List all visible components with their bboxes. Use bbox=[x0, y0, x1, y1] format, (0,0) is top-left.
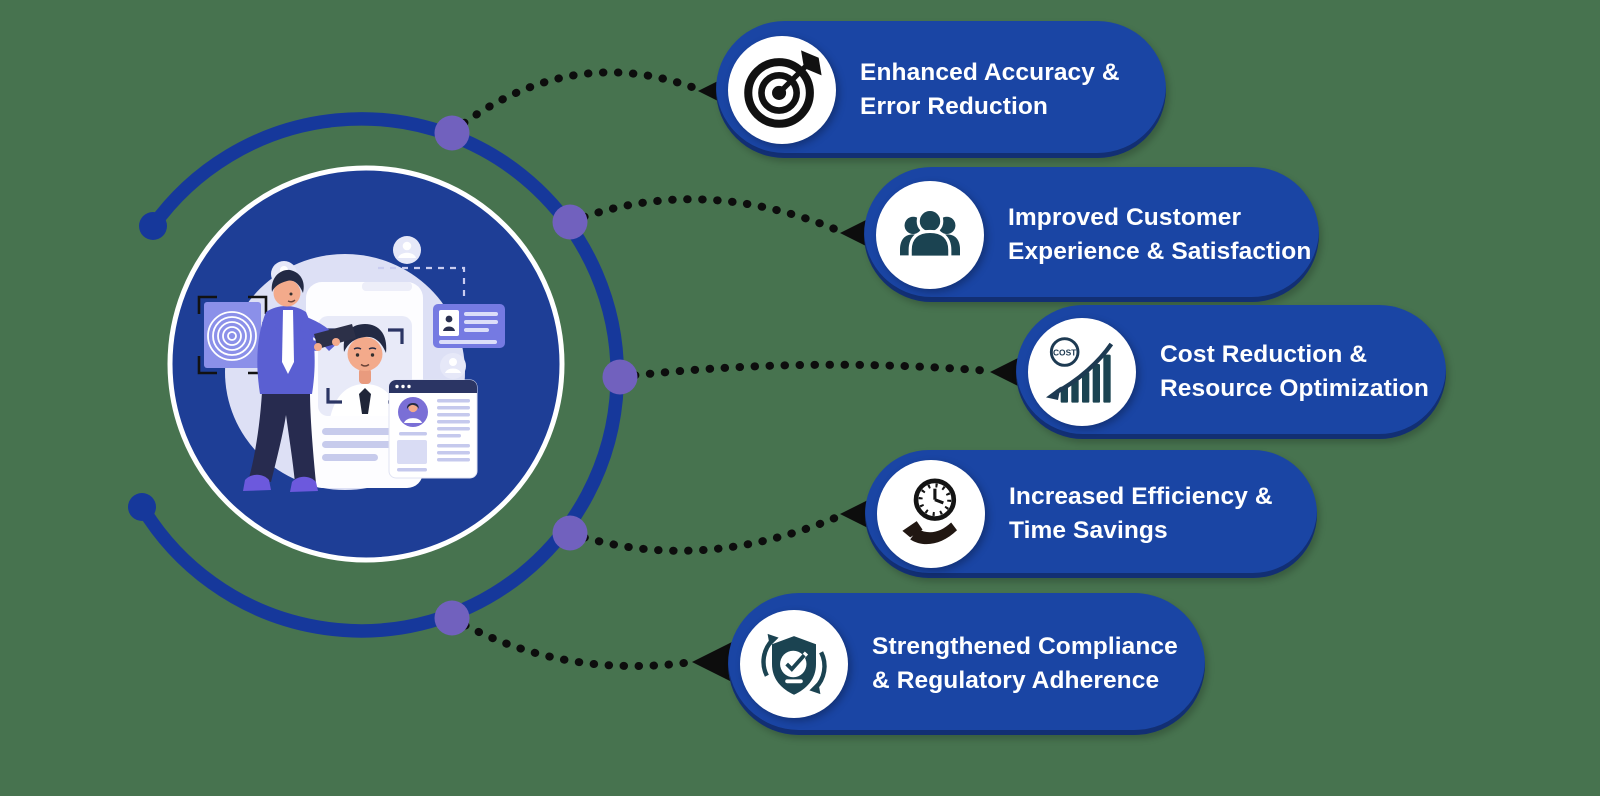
clock-hand-icon bbox=[877, 460, 985, 568]
cost-chart-icon: COST bbox=[1028, 318, 1136, 426]
benefit-card-text: Cost Reduction & Resource Optimization bbox=[1160, 338, 1429, 406]
node-dot-3 bbox=[602, 359, 638, 395]
benefit-line-1: Enhanced Accuracy & bbox=[860, 58, 1120, 86]
connector-line-1 bbox=[448, 68, 704, 136]
shield-check-icon bbox=[740, 610, 848, 718]
benefit-line-1: Cost Reduction & bbox=[1160, 341, 1368, 368]
benefit-card-cost-reduction: COST Cost Reduction & Resource Optimizat… bbox=[1016, 305, 1446, 439]
ring-end-dot-bottom bbox=[128, 493, 156, 521]
scanned-face bbox=[330, 324, 400, 416]
benefit-card-compliance: Strengthened Compliance & Regulatory Adh… bbox=[728, 593, 1205, 735]
node-dot-4 bbox=[552, 515, 588, 551]
node-dot-2 bbox=[552, 204, 588, 240]
ring-end-dot-top bbox=[139, 212, 167, 240]
connector-line-4 bbox=[566, 511, 846, 555]
dashed-link bbox=[378, 266, 466, 302]
benefit-line-1: Strengthened Compliance bbox=[872, 633, 1178, 660]
benefit-line-2: Error Reduction bbox=[860, 92, 1048, 120]
node-dot-1 bbox=[434, 115, 470, 151]
benefit-line-2: Experience & Satisfaction bbox=[1008, 237, 1312, 265]
benefit-line-2: & Regulatory Adherence bbox=[872, 667, 1160, 694]
benefit-card-efficiency: Increased Efficiency & Time Savings bbox=[865, 450, 1317, 578]
person-figure bbox=[243, 269, 356, 492]
ring-node-dots bbox=[434, 115, 638, 636]
benefit-card-text: Enhanced Accuracy & Error Reduction bbox=[860, 56, 1120, 124]
fingerprint-panel bbox=[197, 295, 268, 375]
connector-line-2 bbox=[566, 195, 846, 236]
avatar-bubble bbox=[393, 236, 421, 264]
dotted-connectors bbox=[448, 68, 994, 670]
cost-label: COST bbox=[1053, 347, 1077, 357]
benefit-line-2: Time Savings bbox=[1009, 517, 1168, 544]
connector-arrowheads bbox=[692, 69, 1034, 684]
benefit-card-text: Increased Efficiency & Time Savings bbox=[1009, 480, 1273, 548]
benefit-card-accuracy: Enhanced Accuracy & Error Reduction bbox=[716, 21, 1166, 158]
benefit-line-1: Increased Efficiency & bbox=[1009, 483, 1273, 510]
id-card bbox=[433, 304, 505, 348]
benefit-line-1: Improved Customer bbox=[1008, 203, 1242, 231]
node-dot-5 bbox=[434, 600, 470, 636]
avatar-bubble bbox=[440, 353, 466, 379]
connector-line-3 bbox=[616, 360, 994, 381]
profile-document-window bbox=[388, 379, 478, 479]
benefit-card-text: Improved Customer Experience & Satisfact… bbox=[1008, 201, 1311, 269]
kyc-illustration bbox=[197, 236, 505, 492]
target-arrow-icon bbox=[728, 35, 836, 144]
benefit-card-customer-experience: Improved Customer Experience & Satisfact… bbox=[864, 167, 1319, 302]
benefit-line-2: Resource Optimization bbox=[1160, 375, 1429, 402]
connector-line-5 bbox=[448, 614, 696, 670]
people-group-icon bbox=[876, 180, 984, 289]
arrowhead-5 bbox=[692, 640, 736, 684]
benefit-card-text: Strengthened Compliance & Regulatory Adh… bbox=[872, 630, 1178, 698]
